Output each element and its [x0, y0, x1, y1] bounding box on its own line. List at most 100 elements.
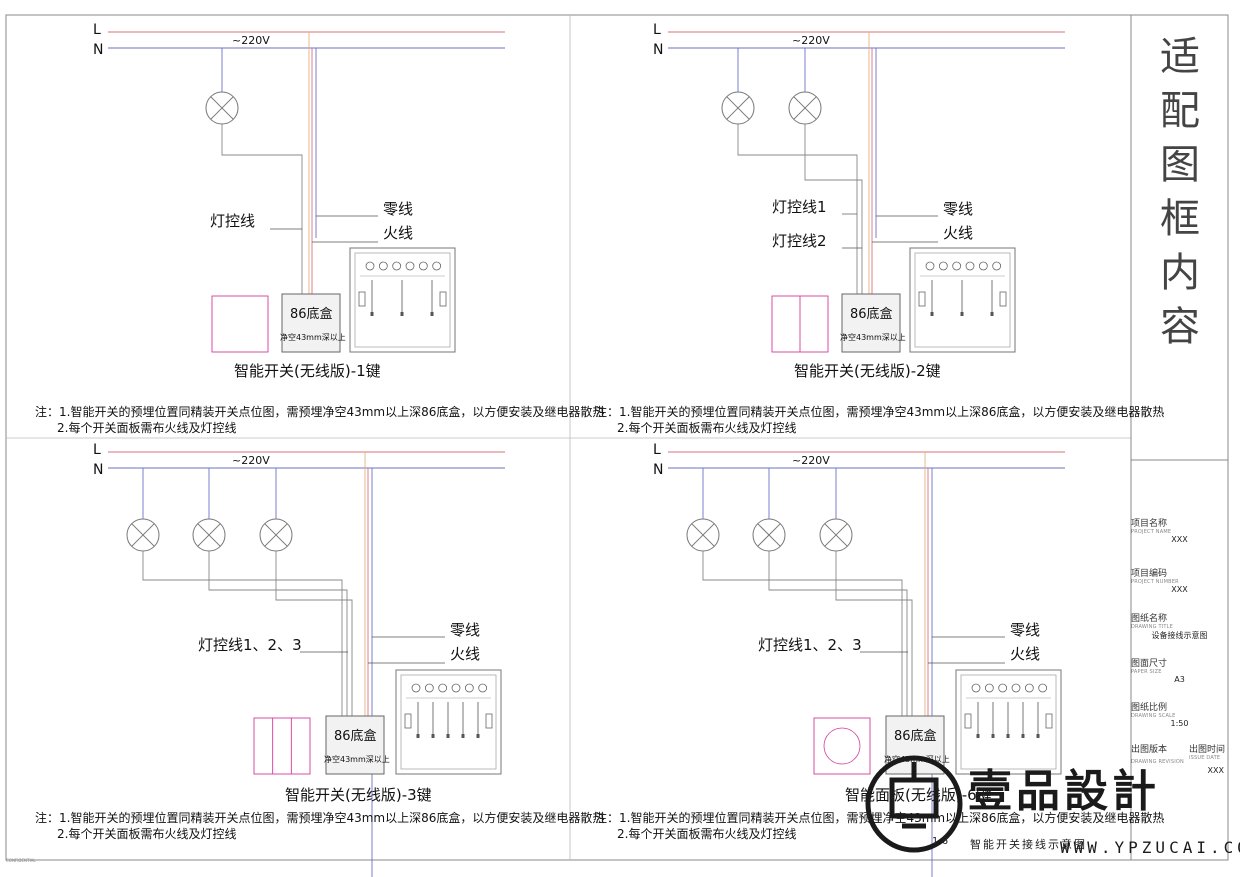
lamp-icon — [192, 518, 226, 552]
voltage-label: ~220V — [792, 34, 830, 47]
confidential-mark: CONFIDENTIAL — [6, 858, 36, 863]
back-box-note: 净空43mm深以上 — [324, 754, 390, 764]
lamp-control-wire — [208, 551, 348, 716]
voltage-label: ~220V — [232, 454, 270, 467]
panel-3: LN~220V零线火线灯控线1、2、386底盒净空43mm深以上智能开关(无线版… — [35, 442, 604, 877]
back-box — [325, 715, 385, 775]
bus-label-N: N — [93, 42, 103, 58]
lamp-icon — [126, 518, 160, 552]
neutral-label: 零线 — [383, 200, 413, 218]
tb-value: 设备接线示意图 — [1151, 631, 1208, 640]
panel-4: LN~220V零线火线灯控线1、2、386底盒净空43mm深以上智能面板(无线版… — [595, 442, 1164, 877]
lamp-control-wire — [804, 124, 863, 294]
voltage-label: ~220V — [792, 454, 830, 467]
back-box-note: 净空43mm深以上 — [840, 332, 906, 342]
bus-label-N: N — [653, 462, 663, 478]
live-label: 火线 — [383, 224, 413, 242]
tb-label: 项目编码 — [1131, 569, 1168, 579]
neutral-label: 零线 — [943, 200, 973, 218]
control-wire-label: 灯控线 — [210, 212, 255, 230]
control-wire-label-1: 灯控线1 — [772, 198, 827, 216]
switch-faceplate — [253, 717, 311, 775]
lamp-icon — [819, 518, 853, 552]
live-label: 火线 — [943, 224, 973, 242]
lamp-icon — [752, 518, 786, 552]
outer-frame — [5, 14, 1229, 861]
lamp-icon — [686, 518, 720, 552]
voltage-label: ~220V — [232, 34, 270, 47]
bus-label-L: L — [653, 442, 661, 458]
bus-label-N: N — [93, 462, 103, 478]
lamp-control-wire — [142, 551, 343, 716]
back-box-note: 净空43mm深以上 — [280, 332, 346, 342]
note-line-1: 注：1.智能开关的预埋位置同精装开关点位图，需预埋净空43mm以上深86底盒，以… — [35, 404, 604, 419]
tb-label: 图面尺寸 — [1131, 659, 1168, 669]
note-line-2: 2.每个开关面板需布火线及灯控线 — [617, 420, 796, 435]
back-box-label: 86底盒 — [334, 728, 377, 744]
frame-title: 适配图框内容 — [1160, 34, 1200, 350]
note-line-1: 注：1.智能开关的预埋位置同精装开关点位图，需预埋净空43mm以上深86底盒，以… — [595, 404, 1164, 419]
note-line-1: 注：1.智能开关的预埋位置同精装开关点位图，需预埋净空43mm以上深86底盒，以… — [595, 810, 1164, 825]
lamp-control-wire — [737, 124, 858, 294]
tb-version-label: 出图版本 — [1131, 745, 1168, 755]
panel-title: 智能面板(无线版)-6键 — [845, 786, 992, 804]
bus-label-N: N — [653, 42, 663, 58]
switch-faceplate — [211, 295, 269, 353]
neutral-label: 零线 — [450, 621, 480, 639]
tb-date-value: XXX — [1207, 766, 1224, 775]
key-ring — [823, 727, 861, 765]
panel-title: 智能开关(无线版)-3键 — [285, 786, 432, 804]
brand-url: WWW.YPZUCAI.COM — [1060, 838, 1240, 857]
lamp-icon — [788, 91, 822, 125]
bus-label-L: L — [93, 22, 101, 38]
tb-date-sub: ISSUE DATE — [1189, 755, 1221, 761]
relay-module — [349, 247, 456, 353]
tb-value: A3 — [1174, 675, 1185, 684]
live-label: 火线 — [450, 645, 480, 663]
relay-module — [955, 669, 1062, 775]
control-wire-label-2: 灯控线2 — [772, 232, 827, 250]
bus-label-L: L — [93, 442, 101, 458]
back-box-label: 86底盒 — [290, 306, 333, 322]
panel-2: LN~220V零线火线灯控线1灯控线286底盒净空43mm深以上智能开关(无线版… — [595, 22, 1164, 435]
brand-name: 壹品設計 — [968, 766, 1160, 817]
tb-date-label: 出图时间 — [1189, 745, 1226, 755]
back-box — [281, 293, 341, 353]
control-wire-label: 灯控线1、2、3 — [758, 636, 862, 654]
relay-module — [909, 247, 1016, 353]
brand-logo — [865, 755, 963, 853]
lamp-control-wire — [275, 551, 353, 716]
switch-faceplate — [813, 717, 871, 775]
tb-sublabel: PROJECT NUMBER — [1131, 579, 1179, 585]
tb-sublabel: PROJECT NAME — [1131, 529, 1172, 535]
tb-sublabel: DRAWING SCALE — [1131, 713, 1176, 719]
panel-title: 智能开关(无线版)-1键 — [234, 362, 381, 380]
lamp-control-wire — [221, 124, 303, 294]
tb-sublabel: DRAWING TITLE — [1131, 624, 1174, 630]
tb-value: 1:50 — [1170, 719, 1189, 728]
back-box-label: 86底盒 — [894, 728, 937, 744]
tb-label: 图纸名称 — [1131, 614, 1168, 624]
tb-value: XXX — [1171, 585, 1188, 594]
tb-sublabel: PAPER SIZE — [1131, 669, 1162, 675]
note-line-2: 2.每个开关面板需布火线及灯控线 — [617, 826, 796, 841]
tb-version-sub: DRAWING REVISION — [1131, 759, 1184, 765]
lamp-icon — [259, 518, 293, 552]
neutral-label: 零线 — [1010, 621, 1040, 639]
note-line-2: 2.每个开关面板需布火线及灯控线 — [57, 420, 236, 435]
tb-label: 项目名称 — [1131, 519, 1168, 529]
note-line-2: 2.每个开关面板需布火线及灯控线 — [57, 826, 236, 841]
relay-module — [395, 669, 502, 775]
lamp-control-wire — [702, 551, 903, 716]
lamp-icon — [721, 91, 755, 125]
bus-label-L: L — [653, 22, 661, 38]
brand-scale: 1:6 — [932, 836, 949, 847]
tb-value: XXX — [1171, 535, 1188, 544]
